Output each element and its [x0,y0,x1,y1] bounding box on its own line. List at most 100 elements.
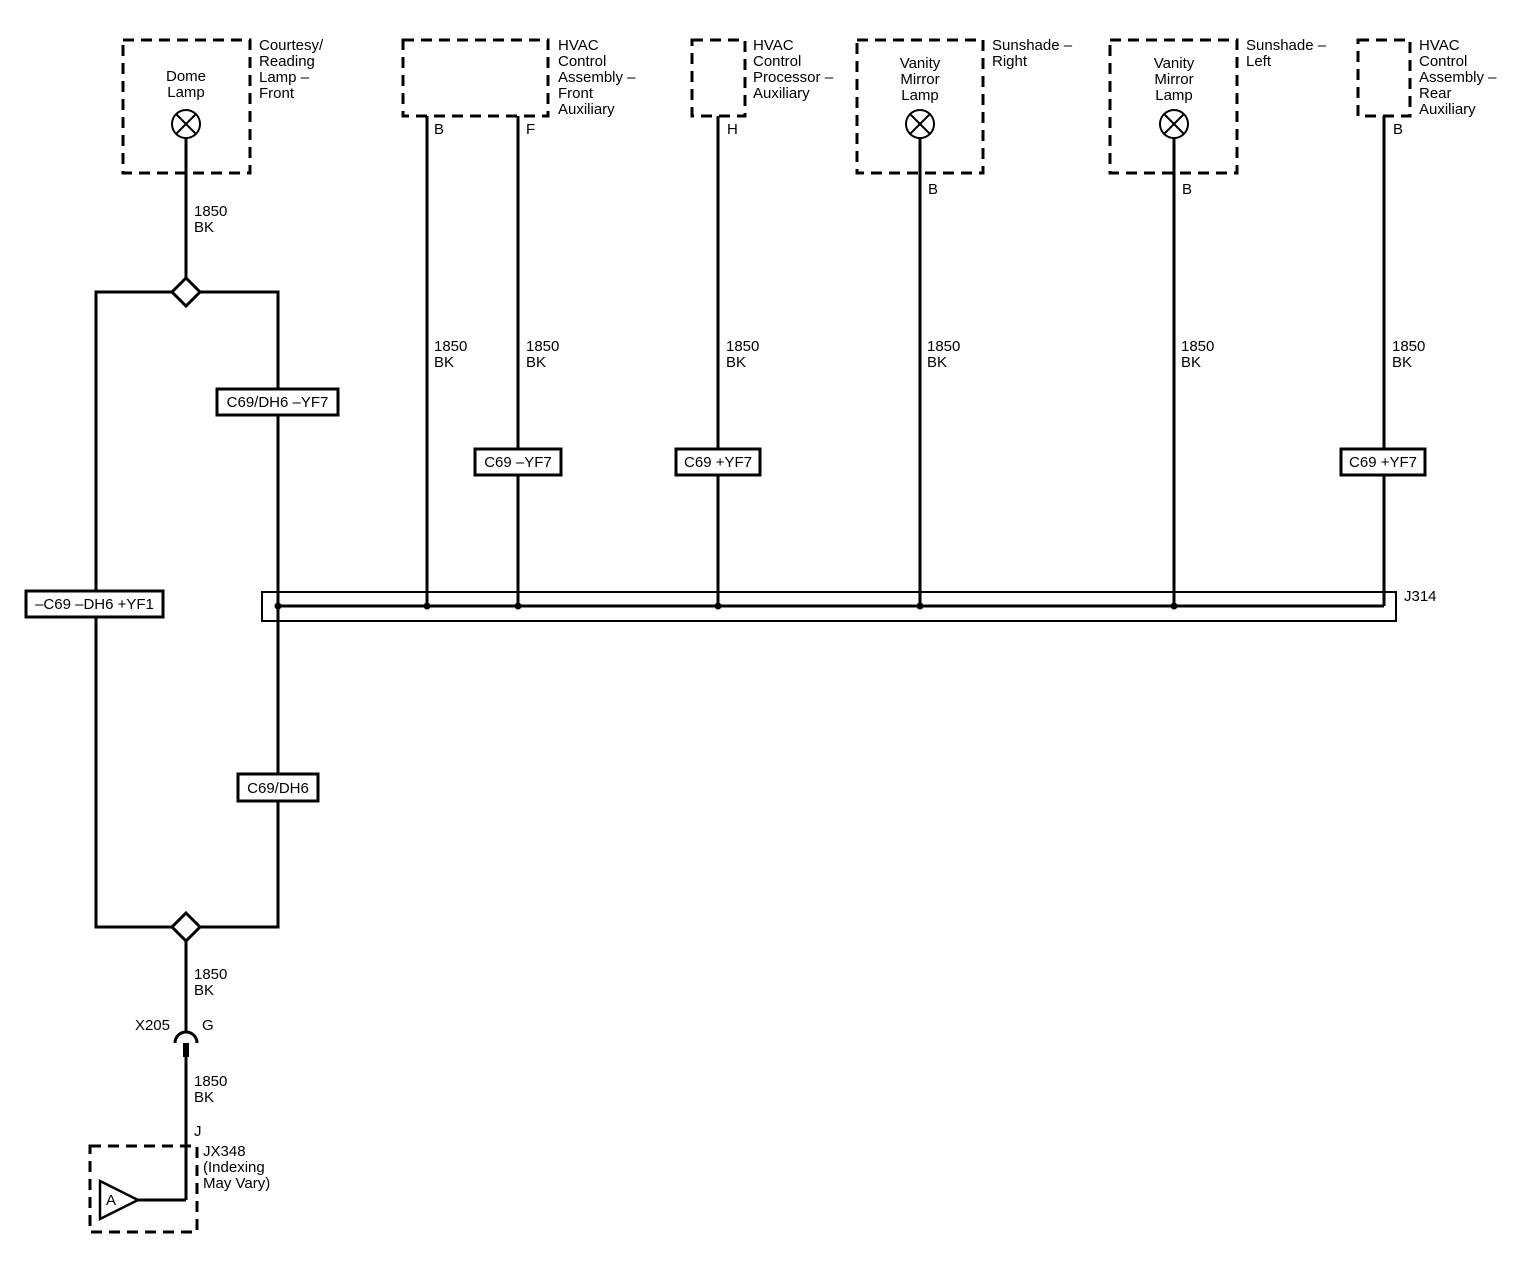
splice-diamond-bottom-icon [169,910,203,944]
vanity-right-bulb-icon [905,109,935,139]
wire-label-vanity-left: 1850 BK [1181,338,1214,371]
hvac-processor-housing [690,38,747,118]
hvac-processor-label-2: Control [753,53,801,70]
option-right-upper-text: C69/DH6 –YF7 [227,394,329,411]
splice-pack-outline [261,591,1397,622]
wire-circuit: 1850 [194,966,227,983]
wire-circuit: 1850 [726,338,759,355]
wire-color: BK [1181,354,1201,371]
hvac-front-label-1: HVAC [558,37,599,54]
ground-connector-jx348: A J JX348 (Indexing May Vary) [88,1123,270,1234]
wire-color: BK [194,219,214,236]
vanity-left-name-2: Mirror [1154,71,1193,88]
option-hvac-front-f: C69 –YF7 [473,447,563,477]
hvac-front-component: HVAC Control Assembly – Front Auxiliary … [401,37,636,138]
option-hvac-rear-b-text: C69 +YF7 [1349,454,1417,471]
hvac-rear-label-5: Auxiliary [1419,101,1476,118]
option-labels: –C69 –DH6 +YF1 C69/DH6 –YF7 C69/DH6 C69 … [24,387,1427,803]
wire-circuit: 1850 [526,338,559,355]
wire-circuit: 1850 [1392,338,1425,355]
hvac-rear-label-4: Rear [1419,85,1452,102]
hvac-front-label-3: Assembly – [558,69,636,86]
wire-circuit: 1850 [1181,338,1214,355]
wire-label-ground-lower: 1850 BK [194,1073,227,1106]
dome-lamp-housing [121,38,252,175]
hvac-front-label-5: Auxiliary [558,101,615,118]
vanity-left-label-2: Left [1246,53,1272,70]
wire-color: BK [434,354,454,371]
wire-color: BK [726,354,746,371]
vanity-right-component: Vanity Mirror Lamp Sunshade – Right B [855,37,1073,198]
wire-circuit: 1850 [927,338,960,355]
hvac-rear-label-2: Control [1419,53,1467,70]
wire-color: BK [194,982,214,999]
jx348-label-2: (Indexing [203,1159,265,1176]
hvac-front-pin-b: B [434,121,444,138]
dome-lamp-component: Dome Lamp Courtesy/ Reading Lamp – Front [121,37,324,175]
vanity-right-name-1: Vanity [900,55,941,72]
wire-circuit: 1850 [194,1073,227,1090]
hvac-processor-component: HVAC Control Processor – Auxiliary H [690,37,834,138]
vanity-right-pin-b: B [928,181,938,198]
dome-lamp-bulb-icon [171,109,201,139]
wire-circuit: 1850 [194,203,227,220]
vanity-right-label-1: Sunshade – [992,37,1073,54]
dome-lamp-name-2: Lamp [167,84,205,101]
x205-name: X205 [135,1017,170,1034]
hvac-processor-pin-h: H [727,121,738,138]
wire-label-ground-upper: 1850 BK [194,966,227,999]
vanity-left-bulb-icon [1159,109,1189,139]
connector-female-icon [173,1030,199,1044]
hvac-processor-label-3: Processor – [753,69,834,86]
vanity-left-name-1: Vanity [1154,55,1195,72]
option-hvac-processor-h-text: C69 +YF7 [684,454,752,471]
jx348-label-1: JX348 [203,1143,246,1160]
hvac-front-label-4: Front [558,85,594,102]
dome-lamp-label-3: Lamp – [259,69,310,86]
hvac-rear-label-1: HVAC [1419,37,1460,54]
jx348-pin-j: J [194,1123,202,1140]
splice-pack-j314: J314 [261,588,1437,622]
dome-lamp-label-2: Reading [259,53,315,70]
option-right-lower-text: C69/DH6 [247,780,309,797]
wire-label-hvac-rear: 1850 BK [1392,338,1425,371]
vanity-left-component: Vanity Mirror Lamp Sunshade – Left B [1108,37,1327,198]
wire-circuit: 1850 [434,338,467,355]
vanity-left-name-3: Lamp [1155,87,1193,104]
hvac-front-pin-f: F [526,121,535,138]
hvac-rear-housing [1356,38,1412,118]
option-right-lower: C69/DH6 [236,772,320,803]
option-hvac-processor-h: C69 +YF7 [674,447,762,477]
option-left-branch: –C69 –DH6 +YF1 [24,589,165,619]
dome-lamp-label-4: Front [259,85,295,102]
wire-label-hvac-processor: 1850 BK [726,338,759,371]
vanity-right-label-2: Right [992,53,1028,70]
wire-labels: 1850 BK 1850 BK 1850 BK 1850 BK 1850 BK … [194,203,1425,1106]
hvac-rear-pin-b: B [1393,121,1403,138]
wire-color: BK [927,354,947,371]
vanity-right-name-3: Lamp [901,87,939,104]
jx348-housing [88,1144,199,1234]
splice-diamond-top-icon [169,275,203,309]
hvac-front-housing [401,38,550,118]
option-left-branch-text: –C69 –DH6 +YF1 [35,596,154,613]
hvac-rear-component: HVAC Control Assembly – Rear Auxiliary B [1356,37,1497,138]
splice-pack-label: J314 [1404,588,1437,605]
option-hvac-rear-b: C69 +YF7 [1339,447,1427,477]
wire-label-hvac-front-b: 1850 BK [434,338,467,371]
vanity-right-housing [855,38,985,175]
triangle-a-icon [98,1178,141,1222]
x205-pin: G [202,1017,214,1034]
vanity-left-pin-b: B [1182,181,1192,198]
wire-color: BK [526,354,546,371]
wire-color: BK [194,1089,214,1106]
vanity-right-name-2: Mirror [900,71,939,88]
jx348-label-3: May Vary) [203,1175,270,1192]
wires [94,116,1386,1202]
hvac-processor-label-4: Auxiliary [753,85,810,102]
hvac-front-label-2: Control [558,53,606,70]
option-right-upper: C69/DH6 –YF7 [215,387,340,417]
wire-label-dome: 1850 BK [194,203,227,236]
wire-color: BK [1392,354,1412,371]
